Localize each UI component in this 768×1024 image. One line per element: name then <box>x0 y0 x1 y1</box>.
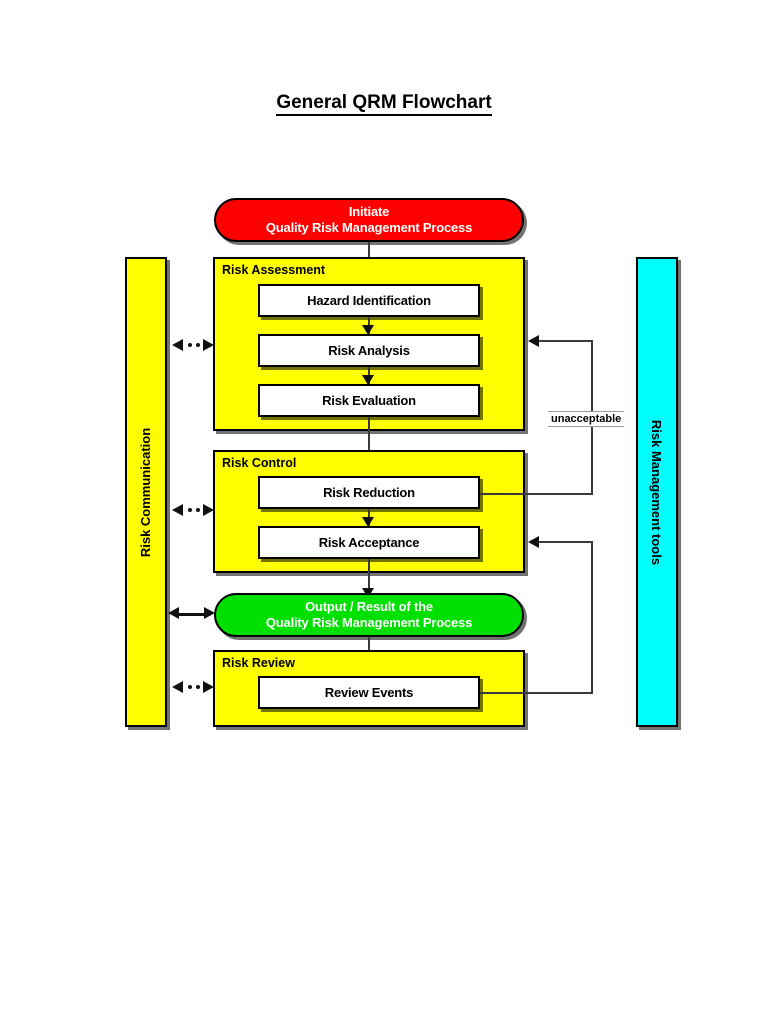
risk-management-tools-label: Risk Management tools <box>649 419 665 565</box>
output-line1: Output / Result of the <box>305 598 433 614</box>
feedback-review-segment-vertical <box>591 541 593 694</box>
arrowhead-comm-output-left <box>168 607 179 619</box>
comm-review-dot-2 <box>196 685 200 689</box>
arrowhead-reduction-to-acceptance <box>362 517 374 527</box>
hazard-identification-node[interactable]: Hazard Identification <box>258 284 480 317</box>
risk-analysis-label: Risk Analysis <box>328 343 410 358</box>
feedback-unacceptable-segment-bottom <box>480 493 593 495</box>
risk-acceptance-node[interactable]: Risk Acceptance <box>258 526 480 559</box>
comm-review-dot-1 <box>188 685 192 689</box>
arrowhead-comm-control-right <box>203 504 214 516</box>
risk-review-label: Risk Review <box>222 656 295 670</box>
arrowhead-comm-control-left <box>172 504 183 516</box>
risk-management-tools-panel[interactable]: Risk Management tools <box>636 257 678 727</box>
review-events-label: Review Events <box>324 685 414 700</box>
feedback-review-segment-bottom <box>480 692 593 694</box>
review-events-node[interactable]: Review Events <box>258 676 480 709</box>
comm-control-dot-2 <box>196 508 200 512</box>
risk-communication-label: Risk Communication <box>138 427 154 557</box>
arrowhead-hazard-to-analysis <box>362 325 374 335</box>
risk-reduction-label: Risk Reduction <box>323 485 415 500</box>
output-line2: Quality Risk Management Process <box>265 615 473 630</box>
comm-output-shaft <box>178 613 206 616</box>
arrowhead-comm-assessment-right <box>203 339 214 351</box>
comm-assessment-dot-2 <box>196 343 200 347</box>
risk-acceptance-label: Risk Acceptance <box>318 535 420 550</box>
risk-evaluation-label: Risk Evaluation <box>322 393 416 408</box>
risk-control-label: Risk Control <box>222 456 297 470</box>
feedback-review-segment-top <box>539 541 592 543</box>
arrowhead-feedback-unacceptable <box>528 335 539 347</box>
arrowhead-analysis-to-evaluation <box>362 375 374 385</box>
page-title: General QRM Flowchart <box>0 92 768 116</box>
feedback-unacceptable-segment-top <box>539 340 592 342</box>
initiate-line1: Initiate <box>348 203 390 219</box>
connector-acceptance-to-output <box>368 559 370 597</box>
hazard-identification-label: Hazard Identification <box>307 293 431 308</box>
comm-assessment-dot-1 <box>188 343 192 347</box>
arrowhead-comm-review-right <box>203 681 214 693</box>
risk-evaluation-node[interactable]: Risk Evaluation <box>258 384 480 417</box>
risk-reduction-node[interactable]: Risk Reduction <box>258 476 480 509</box>
risk-analysis-node[interactable]: Risk Analysis <box>258 334 480 367</box>
arrowhead-comm-review-left <box>172 681 183 693</box>
risk-communication-panel[interactable]: Risk Communication <box>125 257 167 727</box>
risk-assessment-label: Risk Assessment <box>222 263 326 277</box>
comm-control-dot-1 <box>188 508 192 512</box>
connector-evaluation-to-reduction <box>368 417 370 480</box>
arrowhead-feedback-review <box>528 536 539 548</box>
page-title-text: General QRM Flowchart <box>276 92 492 116</box>
initiate-node[interactable]: Initiate Quality Risk Management Process <box>214 198 524 242</box>
arrowhead-comm-assessment-left <box>172 339 183 351</box>
arrowhead-comm-output-right <box>204 607 215 619</box>
output-node[interactable]: Output / Result of the Quality Risk Mana… <box>214 593 524 637</box>
unacceptable-edge-label: unacceptable <box>548 411 625 427</box>
initiate-line2: Quality Risk Management Process <box>265 220 473 235</box>
